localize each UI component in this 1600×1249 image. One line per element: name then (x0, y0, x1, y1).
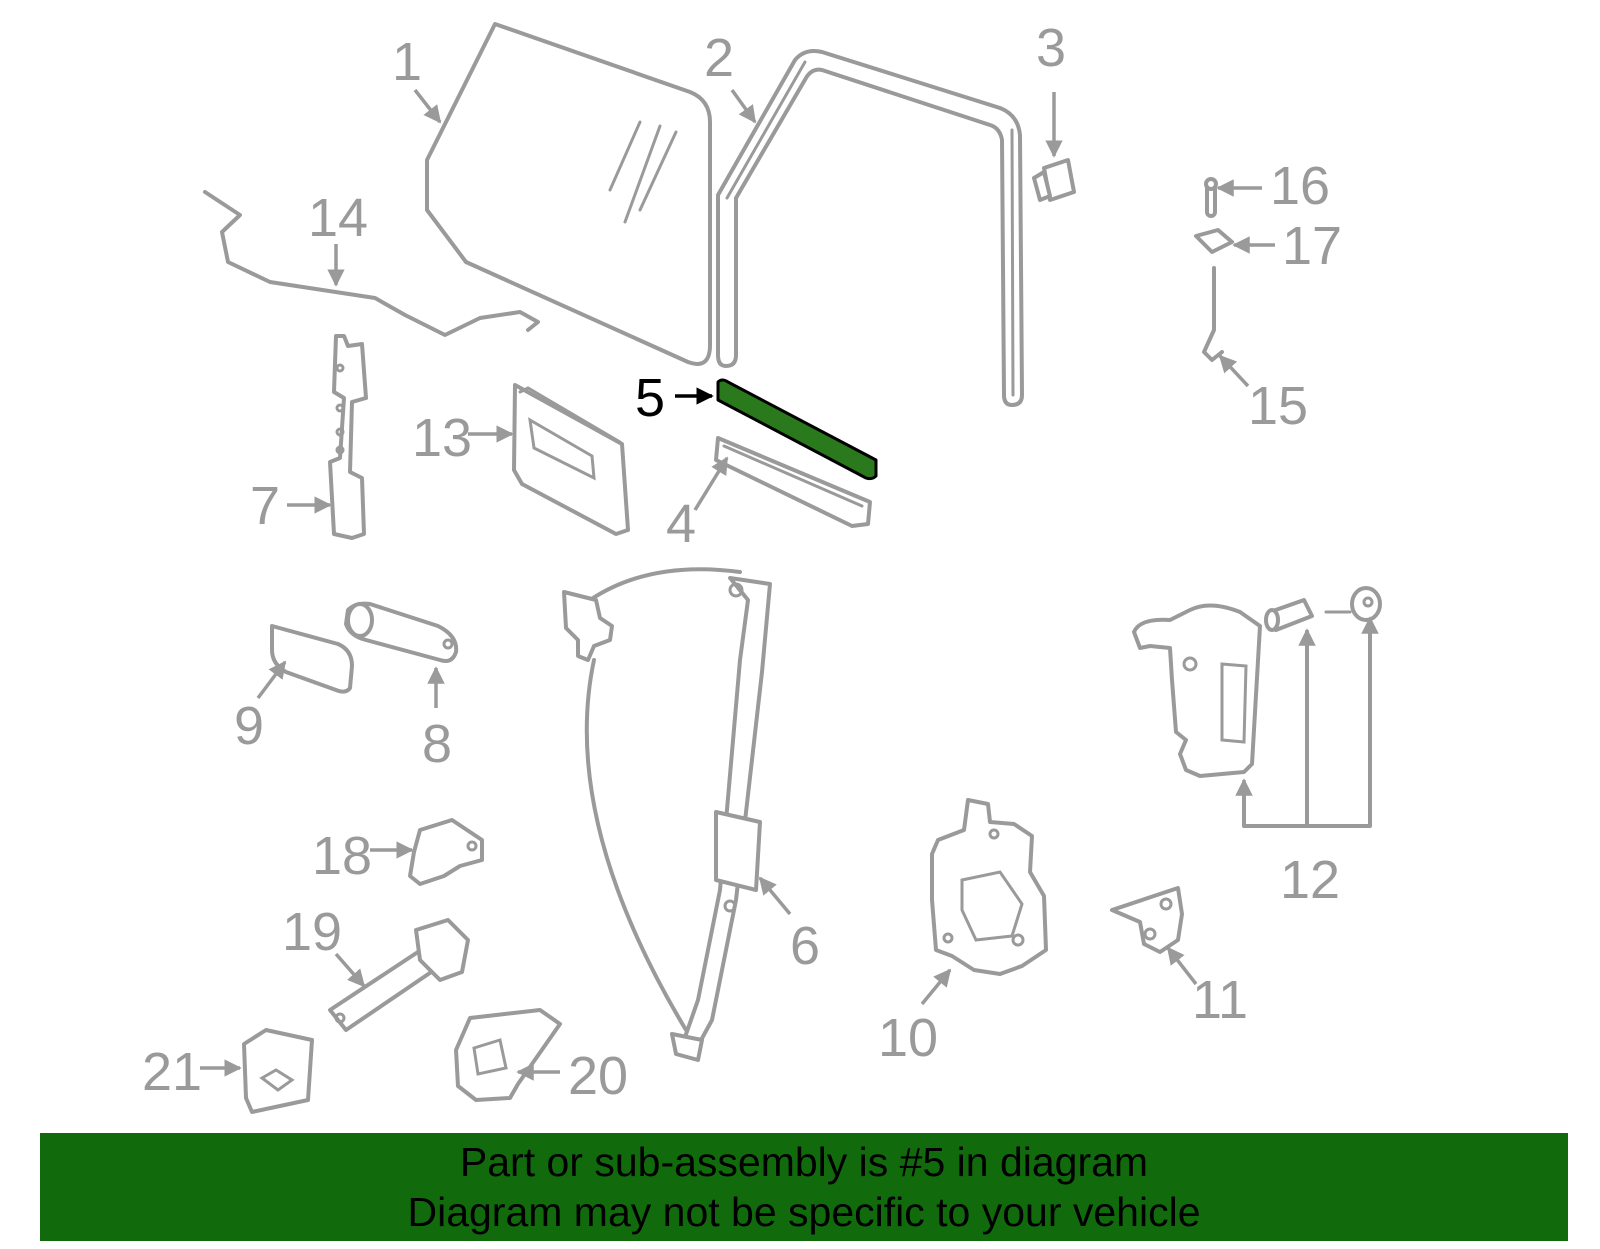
part-10-latch (920, 798, 1048, 1006)
callout-4: 4 (666, 494, 696, 554)
banner-part-text: Part or sub-assembly is #5 in diagram (459, 1139, 1149, 1185)
part-13-handle-cup (468, 383, 630, 536)
callout-12: 12 (1280, 850, 1340, 910)
part-18-bracket (370, 818, 484, 886)
part-1-door-glass (413, 22, 712, 366)
part-7-hinge (287, 334, 368, 540)
part-12-outside-handle (1132, 586, 1382, 828)
banner-disclaimer-text: Diagram may not be specific to your vehi… (407, 1189, 1201, 1235)
callout-16: 16 (1270, 156, 1330, 216)
part-6-regulator (562, 567, 792, 1062)
part-9-bezel (256, 624, 354, 700)
callout-8: 8 (422, 714, 452, 774)
callout-1: 1 (392, 32, 422, 92)
part-3-clip (1032, 92, 1076, 202)
callout-3: 3 (1036, 18, 1066, 78)
part-2-run-channel (716, 49, 1024, 407)
part-16-pin (1204, 177, 1262, 218)
callout-7: 7 (250, 476, 280, 536)
callout-19: 19 (282, 902, 342, 962)
part-14-rod (203, 190, 540, 337)
part-5-belt-molding (675, 378, 878, 481)
callout-labels: 1 2 3 4 5 6 7 8 9 10 11 12 13 14 15 16 1… (142, 18, 1342, 1106)
callout-17: 17 (1282, 216, 1342, 276)
callout-21: 21 (142, 1042, 202, 1102)
callout-13: 13 (412, 408, 472, 468)
part-11-striker (1110, 886, 1198, 986)
part-15-lock-rod (1202, 266, 1250, 388)
callout-10: 10 (878, 1008, 938, 1068)
callout-9: 9 (234, 696, 264, 756)
callout-5: 5 (635, 368, 665, 428)
callout-11: 11 (1192, 970, 1248, 1030)
part-21-clip (200, 1028, 314, 1114)
callout-20: 20 (568, 1046, 628, 1106)
part-4-weatherstrip (693, 436, 872, 528)
info-banner: Part or sub-assembly is #5 in diagram Di… (40, 1133, 1568, 1241)
part-8-inside-handle (344, 601, 459, 708)
callout-18: 18 (312, 826, 372, 886)
callout-15: 15 (1248, 376, 1308, 436)
callout-6: 6 (790, 916, 820, 976)
callout-14: 14 (308, 188, 368, 248)
part-17-grommet (1194, 228, 1275, 254)
part-20-bumper (454, 1008, 562, 1102)
callout-2: 2 (704, 28, 734, 88)
part-19-door-check (328, 918, 470, 1032)
parts-diagram: 1 2 3 4 5 6 7 8 9 10 11 12 13 14 15 16 1… (142, 18, 1382, 1114)
